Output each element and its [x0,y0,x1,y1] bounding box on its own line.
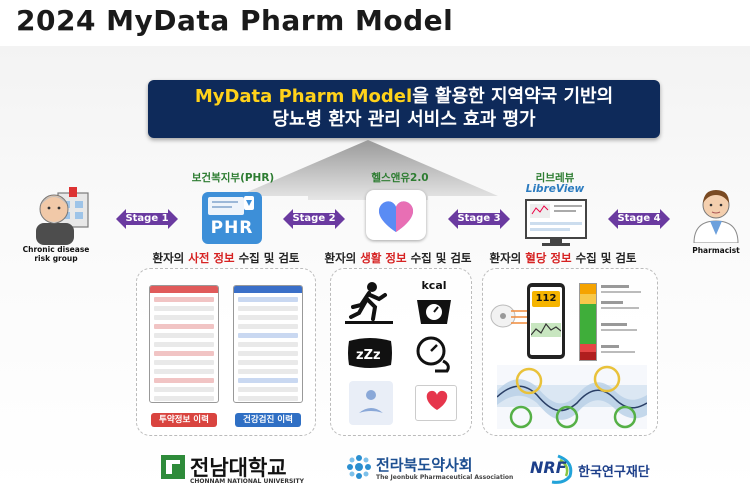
patient-label-line-1: Chronic disease [4,245,108,254]
health-checkup-screen [233,285,303,403]
caption-1-pre: 환자의 [153,251,189,265]
glucose-profile-chart [497,365,647,429]
phr-app-icon: PHR [200,190,264,246]
svg-text:zZz: zZz [356,348,381,363]
page-title: 2024 MyData Pharm Model [16,4,453,37]
stage-3-label: Stage 3 [448,207,510,231]
jbpa-name-en: The Jeonbuk Pharmaceutical Association [376,474,513,481]
lifestyle-panel: kcal zZz [330,268,472,436]
banner-line-1-rest: 을 활용한 지역약국 기반의 [412,86,613,107]
libreview-logo-text: LibreView [520,183,590,195]
kcal-label: kcal [411,279,457,292]
patient-label: Chronic disease risk group [4,245,108,263]
sleep-icon: zZz [345,335,395,371]
nrf-mark: NRF [530,458,567,477]
range-legend [601,283,653,363]
caption-3-pre: 환자의 [490,251,526,265]
nrf-name-ko: 한국연구재단 [578,461,650,480]
stage-2-label: Stage 2 [283,207,345,231]
stage-2-arrow: Stage 2 [283,207,345,231]
caption-1-highlight: 사전 정보 [188,251,234,265]
caption-3-highlight: 혈당 정보 [525,251,571,265]
caption-3-post: 수집 및 검토 [572,251,637,265]
medication-history-tag: 투약정보 이력 [151,413,217,427]
caption-glucose-info: 환자의 혈당 정보 수집 및 검토 [483,250,643,266]
jnu-name-en: CHONNAM NATIONAL UNIVERSITY [190,478,304,485]
title-banner: MyData Pharm Model을 활용한 지역약국 기반의 당뇨병 환자 … [148,80,660,138]
glucose-reading: 112 [532,291,560,307]
jbpa-emblem-icon [346,454,372,480]
caption-prior-info: 환자의 사전 정보 수집 및 검토 [146,250,306,266]
patient-label-line-2: risk group [4,254,108,263]
heart-health-app-icon [415,385,457,421]
jnu-logo: 전남대학교 CHONNAM NATIONAL UNIVERSITY [160,448,320,488]
health-service-label: 헬스앤유2.0 [350,170,450,185]
exercise-icon [345,281,393,325]
stage-4-label: Stage 4 [608,207,670,231]
jbpa-logo: 전라북도약사회 The Jeonbuk Pharmaceutical Assoc… [346,452,506,488]
jbpa-name-ko: 전라북도약사회 [376,454,473,475]
health-app-icon [366,190,426,240]
phr-panel: 투약정보 이력 건강검진 이력 [136,268,316,436]
medication-history-screen [149,285,219,403]
phr-icon-text: PHR [200,218,264,238]
stage-4-arrow: Stage 4 [608,207,670,231]
caption-2-pre: 환자의 [325,251,361,265]
pharmacist-icon [690,183,742,243]
caption-life-info: 환자의 생활 정보 수집 및 검토 [318,250,478,266]
glucose-range-bar [579,283,597,361]
banner-highlight: MyData Pharm Model [195,86,412,107]
jnu-emblem-icon [160,454,186,480]
calorie-scale-icon: kcal [411,279,457,327]
cgm-trend-graph [531,315,561,351]
checkup-history-tag: 건강검진 이력 [235,413,301,427]
caption-1-post: 수집 및 검토 [235,251,300,265]
banner-line-1: MyData Pharm Model을 활용한 지역약국 기반의 [148,86,660,108]
stage-3-arrow: Stage 3 [448,207,510,231]
pharmacist-label: Pharmacist [670,246,750,255]
meditation-app-icon [349,381,393,425]
caption-2-post: 수집 및 검토 [407,251,472,265]
glucose-panel: 112 [482,268,658,436]
nrf-logo: NRF 한국연구재단 [528,452,658,488]
stage-1-arrow: Stage 1 [116,207,178,231]
banner-line-2: 당뇨병 환자 관리 서비스 효과 평가 [148,108,660,132]
cgm-phone: 112 [527,283,565,359]
stage-1-label: Stage 1 [116,207,178,231]
patient-icon [14,183,98,245]
blood-pressure-icon [415,335,455,373]
phr-service-label: 보건복지부(PHR) [178,170,288,185]
libreview-monitor-icon [524,198,588,248]
signal-lines [511,305,527,329]
caption-2-highlight: 생활 정보 [360,251,406,265]
